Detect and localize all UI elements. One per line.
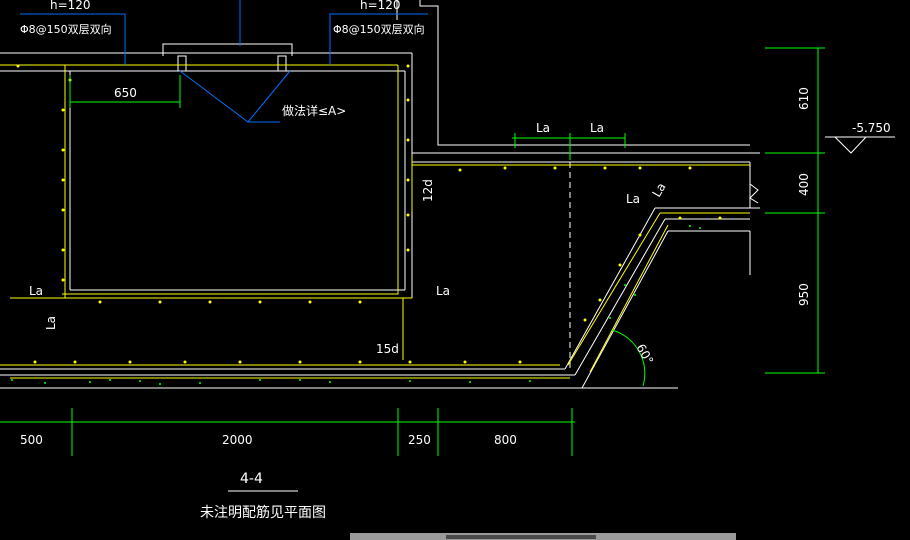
dim-bottom-500: 500: [20, 433, 43, 447]
la-slope-h-label: La: [626, 192, 640, 206]
angle-label: 60°: [633, 342, 656, 367]
la-left-label: La: [29, 284, 43, 298]
dim-650-label: 650: [114, 86, 137, 100]
leader-lines: [20, 0, 428, 123]
dim-bottom-250: 250: [408, 433, 431, 447]
rebar-left-label: Φ8@150双层双向: [20, 22, 112, 36]
dim-bottom-800: 800: [494, 433, 517, 447]
la-mid-label: La: [436, 284, 450, 298]
dim-right-950: 950: [797, 283, 811, 306]
callout-label: 做法详≤A>: [282, 103, 346, 118]
dim-bottom-2000: 2000: [222, 433, 253, 447]
rebar-lines: [0, 64, 750, 379]
scrollbar-thumb[interactable]: [446, 535, 596, 539]
rebar-right-label: Φ8@150双层双向: [333, 22, 425, 36]
la-vert-label: La: [44, 316, 58, 330]
la-top-1-label: La: [536, 121, 550, 135]
dim-15d-label: 15d: [376, 342, 399, 356]
horizontal-scrollbar[interactable]: [350, 533, 736, 540]
section-title: 4-4: [240, 471, 263, 487]
concrete-hatch: [11, 225, 701, 385]
slab-h-left-label: h=120: [50, 0, 91, 12]
concrete-outline: [0, 0, 760, 389]
dimension-lines: [0, 47, 825, 456]
rebar-dots: [16, 64, 722, 364]
slab-h-right-label: h=120: [360, 0, 401, 12]
dim-right-400: 400: [797, 173, 811, 196]
la-top-2-label: La: [590, 121, 604, 135]
elevation-marker: [825, 136, 895, 154]
dim-12d-label: 12d: [421, 179, 435, 202]
section-note: 未注明配筋见平面图: [200, 504, 326, 521]
elevation-label: -5.750: [852, 121, 891, 135]
la-slope-d-label: La: [649, 180, 668, 199]
dim-right-610: 610: [797, 87, 811, 110]
